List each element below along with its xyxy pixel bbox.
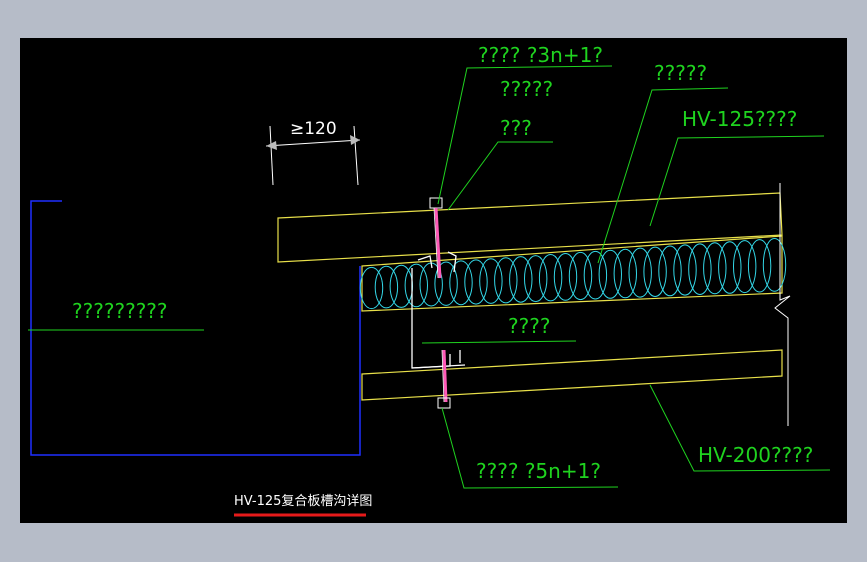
label-top-fastener-1: ???? ?3n+1? bbox=[478, 43, 603, 67]
label-bracket: ???? bbox=[508, 314, 550, 338]
insulation-coil bbox=[658, 245, 682, 297]
insulation-coil bbox=[464, 259, 488, 305]
leader-lines bbox=[28, 65, 831, 489]
gutter-outline bbox=[30, 200, 361, 456]
upper-panel-bottom-face bbox=[361, 235, 783, 312]
drawing-canvas: ≥120 ???? ?3n+1? ????? ?? bbox=[20, 38, 847, 523]
insulation-coil bbox=[673, 244, 697, 296]
insulation-coil bbox=[553, 253, 578, 301]
leader-hv200 bbox=[649, 384, 831, 472]
break-line-upper bbox=[774, 183, 791, 426]
insulation-coil bbox=[703, 242, 727, 295]
label-hv125: HV-125???? bbox=[682, 107, 797, 131]
insulation-coils bbox=[359, 238, 787, 310]
insulation-coil bbox=[733, 240, 757, 294]
insulation-coil bbox=[688, 243, 712, 295]
leader-insulation bbox=[597, 87, 729, 264]
lower-panel-hv200 bbox=[361, 349, 783, 401]
label-bottom-fastener: ???? ?5n+1? bbox=[476, 459, 601, 483]
label-gutter: ????????? bbox=[72, 299, 168, 323]
leader-bottom-fastener bbox=[441, 407, 619, 489]
insulation-coil bbox=[643, 246, 667, 298]
insulation-coil bbox=[524, 255, 548, 303]
bracket-purlin bbox=[411, 251, 466, 369]
insulation-coil bbox=[538, 254, 563, 302]
insulation-coil bbox=[718, 241, 742, 294]
insulation-coil bbox=[449, 260, 473, 306]
insulation-coil bbox=[479, 258, 503, 304]
insulation-coil bbox=[598, 249, 622, 299]
label-cap: ??? bbox=[500, 116, 532, 140]
dimension-label: ≥120 bbox=[290, 119, 337, 139]
dimension-120: ≥120 bbox=[265, 119, 361, 186]
insulation-coil bbox=[613, 248, 637, 299]
insulation-coil bbox=[747, 239, 772, 293]
insulation-coil bbox=[404, 263, 428, 308]
top-screw bbox=[429, 197, 443, 279]
insulation-coil bbox=[568, 251, 593, 301]
drawing-title: HV-125复合板槽沟详图 bbox=[234, 494, 372, 509]
upper-panel-hv125 bbox=[277, 192, 783, 263]
insulation-coil bbox=[509, 256, 533, 303]
label-hv200: HV-200???? bbox=[698, 443, 813, 467]
insulation-coil bbox=[762, 238, 787, 292]
insulation-coil bbox=[628, 247, 652, 298]
leader-bracket bbox=[421, 340, 577, 344]
bottom-screw bbox=[437, 349, 451, 409]
label-top-fastener-2: ????? bbox=[500, 77, 553, 101]
leader-cap bbox=[447, 141, 553, 211]
insulation-coil bbox=[359, 266, 384, 310]
leader-top-fastener bbox=[437, 65, 613, 205]
label-insulation: ????? bbox=[654, 61, 707, 85]
insulation-coil bbox=[583, 250, 608, 300]
insulation-coil bbox=[494, 257, 518, 304]
leader-hv125 bbox=[649, 135, 825, 227]
insulation-coil bbox=[434, 261, 458, 306]
detail-drawing: ≥120 ???? ?3n+1? ????? ?? bbox=[28, 43, 831, 517]
insulation-coil bbox=[374, 265, 399, 309]
